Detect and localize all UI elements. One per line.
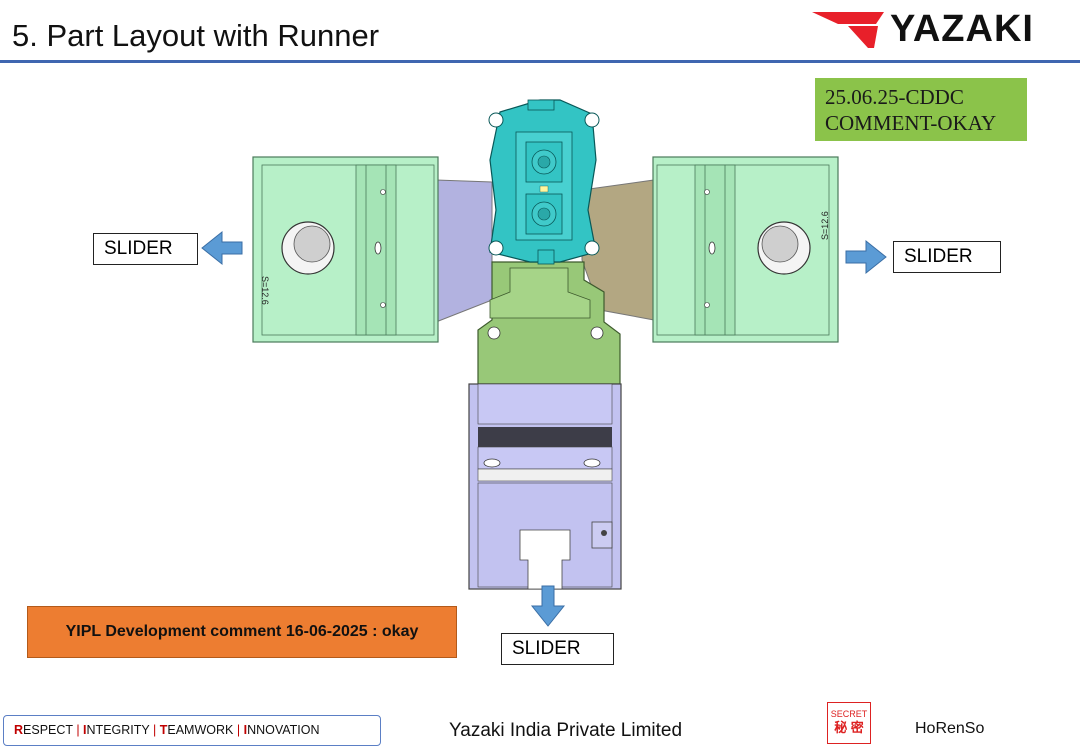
value-rest-integrity: NTEGRITY <box>86 723 150 737</box>
value-initial-teamwork: T <box>159 723 168 737</box>
value-initial-innovation: I <box>243 723 248 737</box>
approval-note: 25.06.25-CDDC COMMENT-OKAY <box>815 78 1027 141</box>
slider-label-right: SLIDER <box>893 241 1001 273</box>
dimension-left: S=12.6 <box>260 276 270 305</box>
company-name: Yazaki India Private Limited <box>449 720 683 741</box>
horenso-label: HoRenSo <box>915 720 985 737</box>
left-slider-block <box>252 156 439 343</box>
value-initial-respect: R <box>14 723 24 737</box>
dimension-right: S=12.6 <box>820 211 830 240</box>
value-separator: | <box>153 723 157 737</box>
secret-stamp: SECRET 秘 密 <box>827 702 871 744</box>
company-values-banner: RESPECT | INTEGRITY | TEAMWORK | INNOVAT… <box>3 715 381 746</box>
base-block <box>468 383 622 590</box>
page-title: 5. Part Layout with Runner <box>12 18 380 53</box>
value-separator: | <box>236 723 241 737</box>
value-rest-respect: ESPECT <box>23 723 73 737</box>
title-underline <box>0 60 1080 63</box>
value-rest-innovation: NNOVATION <box>247 723 320 737</box>
yazaki-logo-mark <box>812 12 884 48</box>
arrow-left-icon <box>201 230 243 266</box>
approval-note-status: COMMENT-OKAY <box>825 111 997 135</box>
secret-stamp-jp: 秘 密 <box>834 720 864 735</box>
molded-part <box>488 99 600 265</box>
value-separator: | <box>76 723 80 737</box>
yipl-comment-banner: YIPL Development comment 16-06-2025 : ok… <box>27 606 457 658</box>
core-block <box>477 261 621 385</box>
approval-note-date: 25.06.25-CDDC <box>825 85 964 109</box>
slider-label-bottom: SLIDER <box>501 633 614 665</box>
secret-stamp-en: SECRET <box>830 709 868 719</box>
slider-label-left: SLIDER <box>93 233 198 265</box>
value-rest-teamwork: EAMWORK <box>167 723 234 737</box>
right-slider-block <box>652 156 839 343</box>
arrow-right-icon <box>845 239 887 275</box>
arrow-down-icon <box>530 585 566 627</box>
yazaki-logo: YAZAKI <box>812 8 1078 52</box>
runner-left <box>435 179 493 323</box>
logo-text: YAZAKI <box>890 8 1034 50</box>
value-initial-integrity: I <box>83 723 87 737</box>
